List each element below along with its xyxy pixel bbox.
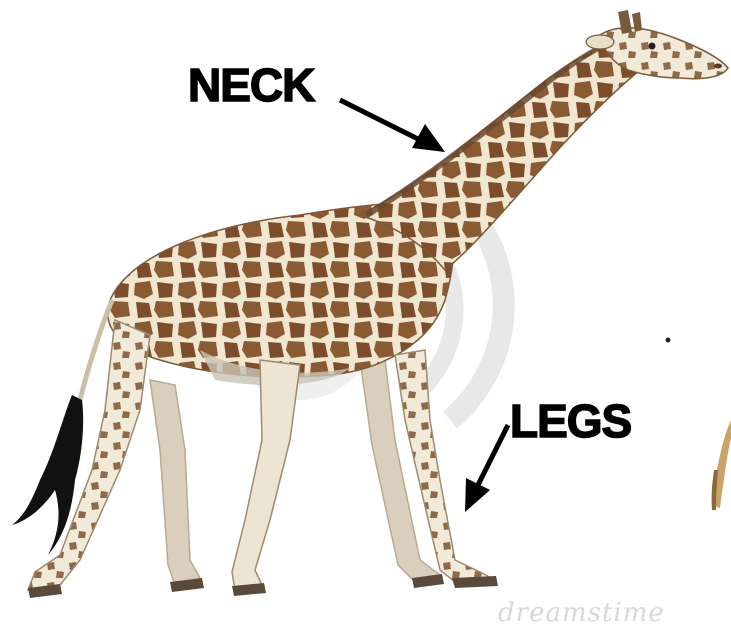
giraffe-hooves [28, 574, 498, 598]
legs-label: LEGS [510, 398, 631, 444]
giraffe-near-legs [28, 320, 495, 590]
watermark: dreamstime [498, 598, 665, 628]
neck-arrow [340, 100, 445, 152]
second-giraffe-partial [712, 420, 731, 510]
legs-arrow [465, 425, 508, 512]
neck-label: NECK [188, 62, 314, 108]
speck [666, 338, 671, 343]
